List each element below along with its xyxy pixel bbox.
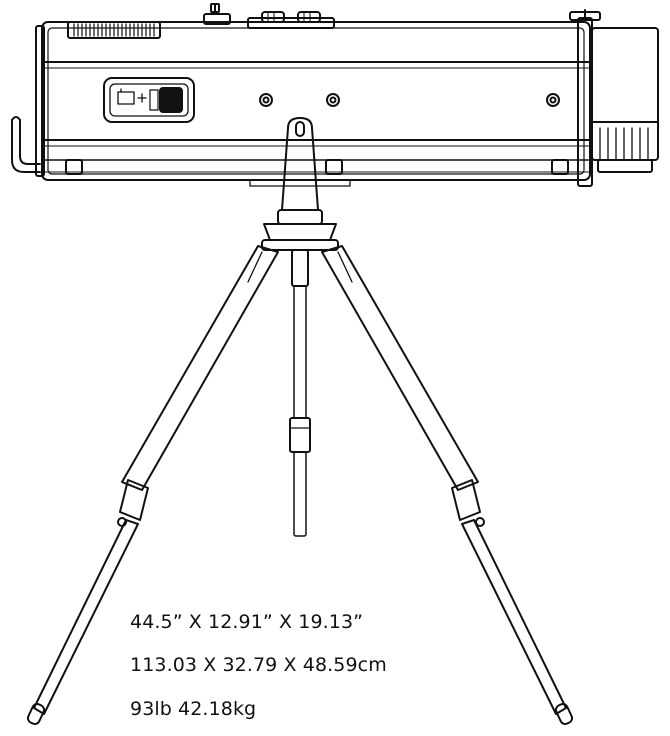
rear-handle	[11, 116, 41, 173]
fixture-body	[35, 21, 591, 181]
tripod-stand	[26, 245, 574, 725]
top-latch	[203, 3, 231, 25]
side-screws	[259, 93, 560, 107]
weight-label: 93lb 42.18kg	[130, 698, 257, 720]
lens-end	[569, 9, 659, 187]
dimensions-centimeters: 113.03 X 32.79 X 48.59cm	[130, 654, 387, 676]
tripod-head	[261, 117, 339, 251]
dimensions-inches: 44.5” X 12.91” X 19.13”	[130, 611, 364, 633]
control-panel-icon	[103, 77, 195, 123]
bottom-rail	[65, 159, 569, 187]
top-knob-plate	[247, 11, 335, 29]
cooling-vent-icon	[67, 21, 161, 39]
